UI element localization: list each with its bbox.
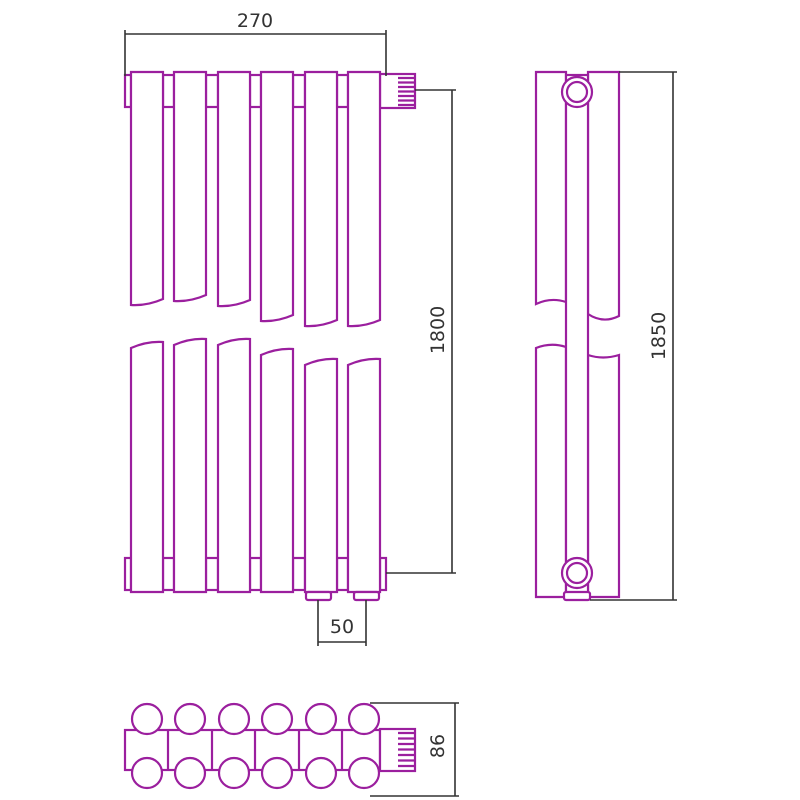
section-upper [303, 70, 339, 328]
dimension-depth: 86 [370, 702, 459, 797]
top-valve-body [378, 727, 417, 773]
section-upper [129, 70, 165, 307]
top-section-rear-tube [260, 756, 294, 790]
section-upper [259, 70, 295, 323]
front-view [123, 70, 417, 602]
section-lower [346, 357, 382, 594]
section-lower [172, 337, 208, 594]
section-upper [216, 70, 252, 308]
side-pipe-inner [565, 561, 589, 585]
top-collector-segment [161, 73, 176, 109]
dimension-pipe-spacing: 50 [317, 600, 367, 646]
side-rear-panel-upper [586, 70, 621, 321]
dimension-axis-height-label: 1800 [427, 306, 449, 354]
dimension-pipe-spacing-label: 50 [330, 616, 354, 638]
side-connector-foot [562, 590, 592, 602]
section-upper [346, 70, 382, 328]
dimension-depth-label: 86 [427, 734, 449, 758]
bottom-collector-segment [335, 556, 350, 592]
top-section-rear-tube [304, 756, 338, 790]
top-section-rear-tube [347, 756, 381, 790]
dimension-total-height: 1850 [590, 71, 677, 601]
top-section-front-tube [260, 702, 294, 736]
top-collector-segment [248, 73, 263, 109]
side-rear-panel-lower [586, 353, 621, 599]
top-section-front-tube [304, 702, 338, 736]
top-section-rear-tube [173, 756, 207, 790]
bottom-collector-segment [248, 556, 263, 592]
side-front-panel-upper [534, 70, 568, 306]
bottom-collector-segment [204, 556, 220, 592]
pipe-connector-foot [304, 590, 333, 602]
dimension-total-height-label: 1850 [648, 312, 670, 360]
side-front-panel-lower [534, 343, 568, 599]
top-section-rear-tube [130, 756, 164, 790]
side-pipe-inner [565, 80, 589, 104]
section-lower [129, 340, 165, 594]
top-section-rear-tube [217, 756, 251, 790]
section-upper [172, 70, 208, 303]
top-section-front-tube [217, 702, 251, 736]
dimension-width: 270 [124, 10, 387, 76]
top-collector-segment [291, 73, 307, 109]
top-collector-segment [204, 73, 220, 109]
side-collector [564, 73, 590, 597]
bottom-collector-segment [161, 556, 176, 592]
top-view [123, 702, 417, 790]
section-lower [216, 337, 252, 594]
top-section-front-tube [173, 702, 207, 736]
side-view [534, 70, 621, 602]
top-collector-segment [335, 73, 350, 109]
section-lower [259, 347, 295, 594]
dimension-axis-height: 1800 [386, 89, 456, 574]
bottom-collector-segment [291, 556, 307, 592]
section-lower [303, 357, 339, 594]
pipe-connector-foot [352, 590, 381, 602]
top-section-front-tube [130, 702, 164, 736]
top-section-front-tube [347, 702, 381, 736]
dimension-width-label: 270 [237, 10, 273, 32]
